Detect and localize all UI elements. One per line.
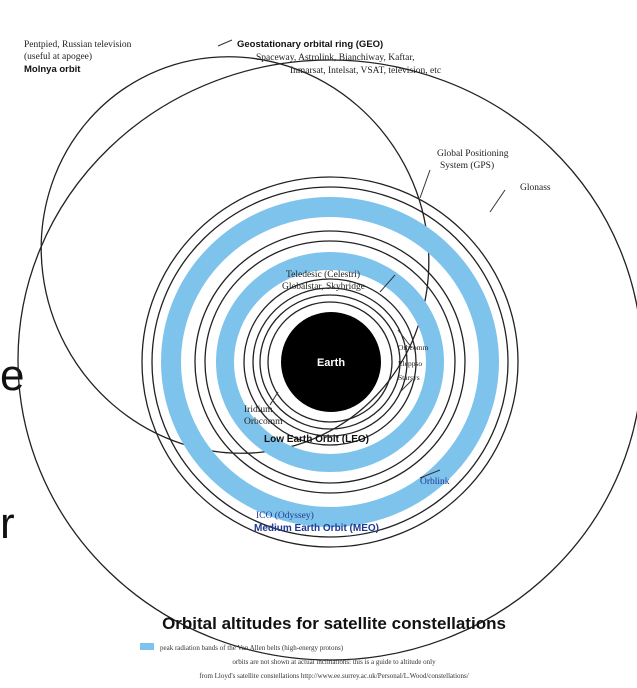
leo-orbit-lowest	[267, 301, 393, 423]
iridium-label-line2: Orbcomm	[244, 417, 283, 427]
gps-label-line1: Global Positioning	[437, 149, 509, 159]
leo-label: Low Earth Orbit (LEO)	[264, 434, 369, 445]
molniya-label-line1: Pentpied, Russian television	[24, 40, 132, 50]
orbcomm-leader-line	[397, 329, 413, 349]
meo-orbit-inner	[204, 240, 456, 484]
teledesic-leader-line	[379, 274, 396, 293]
starsys-leader-line	[399, 379, 413, 393]
caption-source: from Lloyd's satellite constellations ht…	[199, 672, 468, 680]
meo-label: Medium Earth Orbit (MEO)	[254, 523, 379, 534]
ico-label: ICO (Odyssey)	[256, 510, 314, 521]
orbcomm-small-label-2: Eleppso	[398, 359, 422, 368]
molniya-orbit	[40, 56, 430, 454]
geo-leader-line	[217, 39, 233, 47]
meo-orbit-outer	[194, 230, 466, 494]
leo-orbit-mid	[252, 287, 408, 437]
iridium-leader-line	[269, 391, 279, 406]
gps-label-line2: System (GPS)	[440, 160, 494, 171]
caption-note: orbits are not shown at actual inclinati…	[232, 658, 436, 666]
outer-van-allen-band	[161, 197, 499, 527]
leo-orbit-inner	[259, 294, 401, 430]
earth-disc	[281, 312, 381, 412]
geo-label-line3: Inmarsat, Intelsat, VSAT, television, et…	[290, 66, 441, 76]
gps-leader-line	[419, 169, 431, 199]
caption-title: Orbital altitudes for satellite constell…	[162, 614, 506, 633]
earth-label: Earth	[317, 357, 345, 369]
geo-label-line2: Spaceway, Astrolink, Bianchiway, Kaftar,	[256, 52, 415, 63]
glonass-label: Glonass	[520, 183, 551, 193]
geo-label-line1: Geostationary orbital ring (GEO)	[237, 39, 383, 50]
teledesic-label-line1: Teledesic (Celestri)	[286, 269, 360, 280]
orblink-leader-line	[419, 469, 441, 479]
geo-orbit-ring	[17, 59, 637, 661]
van-allen-legend-swatch	[140, 643, 154, 650]
molniya-label-line2: (useful at apogee)	[24, 51, 92, 62]
teledesic-label-line2: Globalstar, Skybridge	[282, 282, 365, 292]
caption-legend-text: peak radiation bands of the Van Allen be…	[160, 644, 344, 652]
side-text-char-1: e	[0, 351, 24, 400]
orbcomm-small-label-3: Starsys	[398, 373, 420, 382]
orblink-label: Orblink	[420, 477, 450, 487]
gps-orbit	[151, 186, 509, 538]
iridium-label-line1: Iridium	[244, 405, 273, 415]
molniya-label-line3: Molnya orbit	[24, 64, 81, 75]
leo-orbit-outer	[243, 278, 417, 446]
side-text-char-2: r	[0, 499, 15, 548]
glonass-leader-line	[489, 189, 506, 213]
glonass-orbit	[141, 176, 519, 548]
orbcomm-small-label-1: Orbcomm	[398, 343, 429, 352]
inner-van-allen-band	[216, 252, 444, 472]
